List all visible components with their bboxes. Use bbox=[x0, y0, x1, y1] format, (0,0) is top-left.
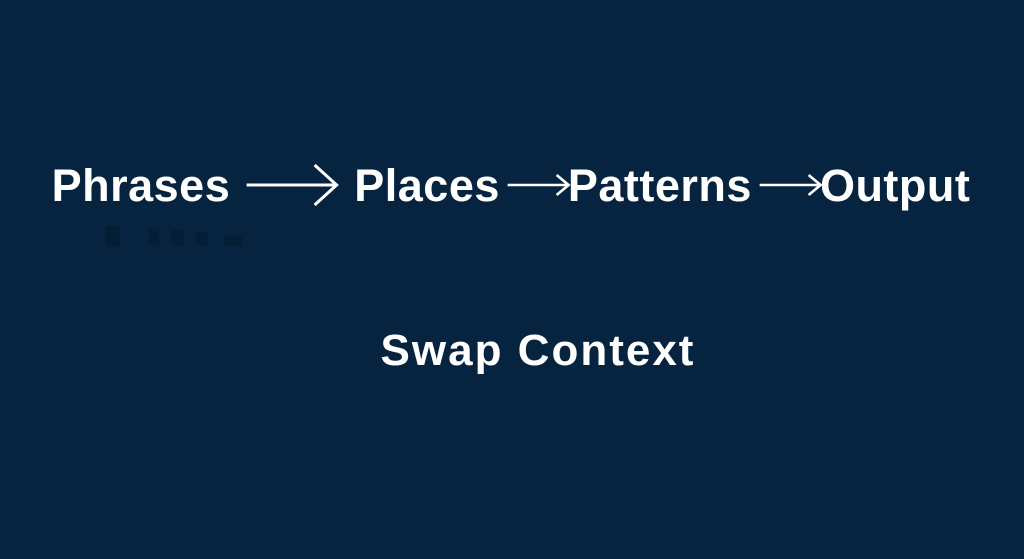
flow-step-phrases: Phrases bbox=[51, 159, 231, 211]
flow-step-patterns: Patterns bbox=[567, 159, 752, 211]
flow-diagram: Phrases Places Patterns Output bbox=[52, 162, 971, 208]
slide-title: Swap Context bbox=[380, 326, 696, 375]
flow-step-output: Output bbox=[819, 159, 971, 211]
flow-step-places: Places bbox=[354, 159, 500, 211]
right-arrow-icon bbox=[244, 162, 340, 208]
right-arrow-icon bbox=[759, 172, 823, 198]
right-arrow-icon bbox=[507, 172, 571, 198]
